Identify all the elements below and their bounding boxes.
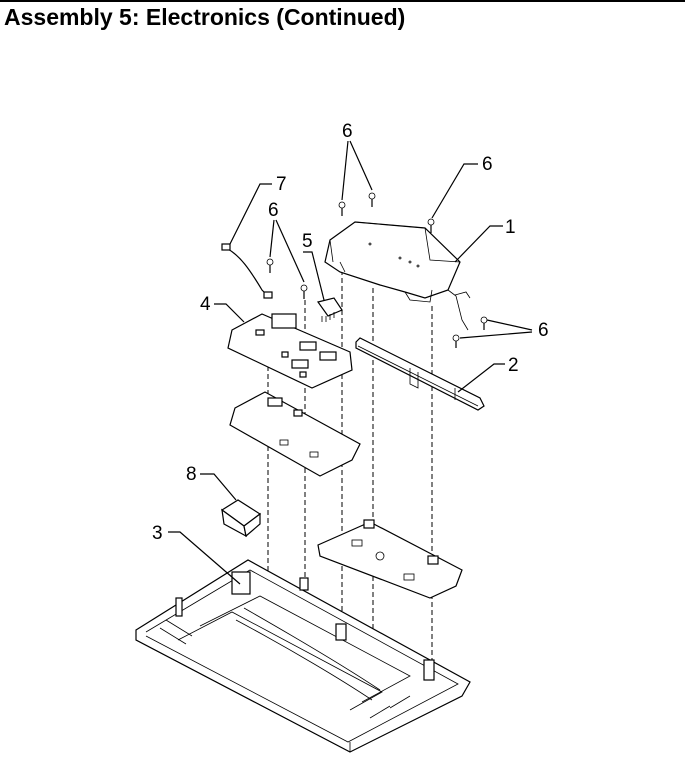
part-2-cable-harness	[355, 337, 485, 411]
callout-5: 5	[302, 231, 313, 252]
callout-labels: 1 2 3 4 5 6 6 6 6 7 8	[152, 121, 549, 544]
callout-6-left: 6	[268, 200, 279, 221]
callout-7: 7	[276, 174, 287, 195]
screw	[368, 192, 376, 207]
screw	[300, 284, 308, 299]
screws	[266, 192, 488, 348]
screw	[266, 258, 274, 273]
part-3-base-chassis	[135, 559, 471, 753]
screw	[338, 201, 346, 216]
right-mounting-plate	[317, 519, 463, 599]
callout-8: 8	[186, 464, 197, 485]
screw	[452, 334, 460, 348]
callout-1: 1	[505, 217, 516, 238]
callout-6-right: 6	[538, 320, 549, 341]
leader-lines	[168, 140, 533, 585]
callout-4: 4	[200, 294, 211, 315]
part-7-wire-lead	[221, 243, 273, 299]
callout-3: 3	[152, 523, 163, 544]
part-5-connector	[316, 297, 343, 322]
callout-6-upper-right: 6	[482, 154, 493, 175]
part-8-module	[220, 499, 262, 538]
lower-shield-plate	[229, 391, 361, 477]
screw	[480, 316, 488, 330]
callout-2: 2	[508, 355, 519, 376]
callout-6-top: 6	[342, 121, 353, 142]
page-header: Assembly 5: Electronics (Continued)	[0, 0, 685, 34]
page-title: Assembly 5: Electronics (Continued)	[4, 4, 406, 30]
screw	[427, 218, 435, 233]
part-4-circuit-board	[227, 313, 353, 389]
part-1-power-supply-cover	[324, 221, 471, 331]
